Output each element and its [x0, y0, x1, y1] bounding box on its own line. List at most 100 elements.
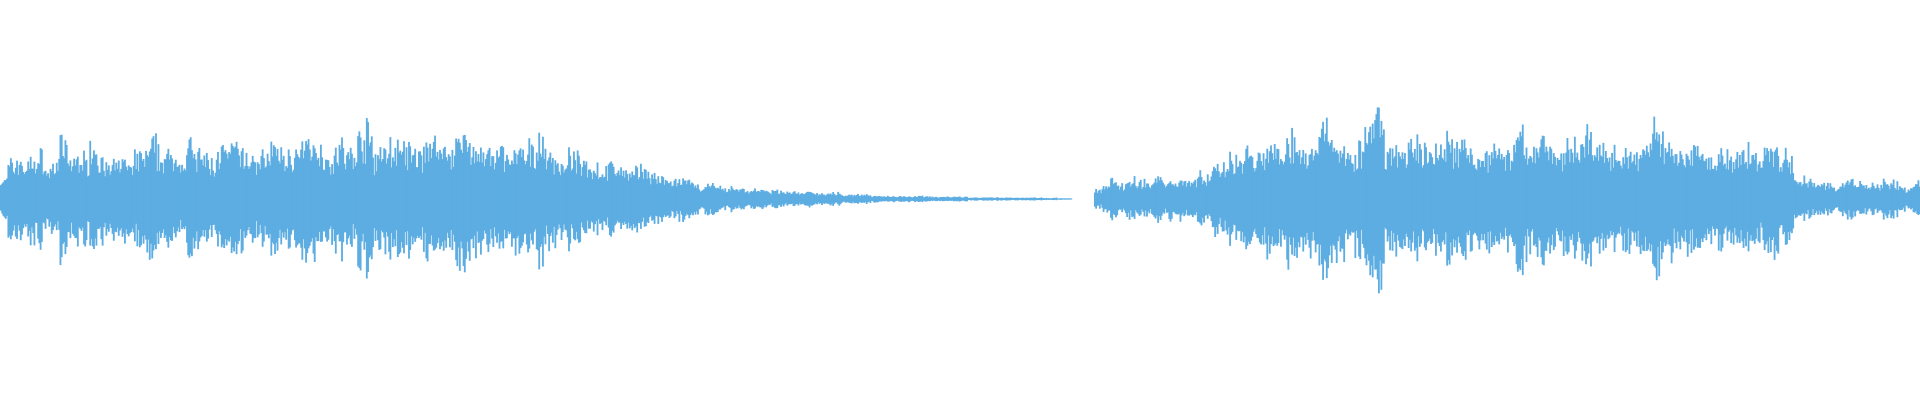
waveform-peak — [460, 149, 462, 242]
waveform-peak — [876, 196, 879, 203]
waveform-peak — [833, 194, 836, 204]
waveform-peak — [209, 175, 212, 226]
waveform-peak — [116, 168, 119, 228]
waveform-peak — [1250, 155, 1253, 241]
waveform-peak — [405, 147, 408, 246]
waveform-peak — [1482, 160, 1485, 241]
waveform-peak — [1175, 186, 1178, 215]
waveform-peak — [1612, 167, 1615, 233]
waveform-peak — [411, 155, 414, 245]
waveform-peak — [231, 145, 234, 248]
waveform-peak — [1182, 185, 1184, 213]
waveform-peak — [60, 134, 63, 258]
waveform-peak — [494, 162, 497, 237]
waveform-peak — [580, 175, 583, 223]
waveform-peak — [279, 163, 281, 230]
waveform-peak — [554, 160, 557, 249]
waveform-peak — [573, 151, 575, 240]
waveform-peak — [642, 178, 645, 218]
waveform-peak — [342, 148, 345, 243]
waveform-peak — [86, 176, 89, 222]
waveform-peak — [1681, 159, 1684, 239]
waveform-peak — [550, 162, 553, 233]
waveform-peak — [354, 166, 357, 229]
waveform-peak — [195, 171, 198, 232]
waveform-peak — [3, 180, 6, 218]
waveform-peak — [1138, 181, 1141, 216]
waveform-peak — [1502, 159, 1504, 237]
waveform-peak — [1735, 159, 1738, 236]
waveform-peak — [436, 151, 439, 244]
waveform-peak — [169, 155, 172, 241]
waveform-peak — [790, 194, 792, 205]
waveform-peak — [1304, 153, 1307, 245]
waveform-peak — [1009, 197, 1012, 201]
waveform-peak — [602, 177, 605, 221]
waveform-peak — [740, 189, 743, 210]
waveform-peak — [1623, 163, 1626, 234]
waveform-peak — [445, 157, 448, 248]
waveform-peak — [1457, 167, 1460, 237]
waveform-peak — [905, 197, 908, 201]
waveform-peak — [1865, 184, 1868, 215]
waveform-peak — [1654, 139, 1657, 268]
waveform-peak — [860, 194, 863, 203]
waveform-peak — [617, 170, 620, 223]
waveform-peak — [1452, 168, 1455, 240]
waveform-peak — [1351, 164, 1354, 233]
waveform-peak — [270, 141, 273, 256]
waveform-peak — [303, 150, 306, 249]
waveform-peak — [339, 149, 342, 242]
waveform-peak — [519, 148, 522, 249]
waveform-peak — [1686, 155, 1689, 257]
waveform-peak — [1776, 147, 1778, 251]
waveform-peak — [385, 163, 388, 232]
waveform-peak — [1466, 158, 1468, 233]
waveform-peak — [1859, 180, 1862, 214]
waveform-peak — [155, 133, 157, 250]
waveform-peak — [451, 149, 454, 250]
waveform-peak — [859, 196, 862, 203]
waveform-peak — [181, 164, 183, 230]
waveform-peak — [862, 195, 864, 203]
waveform-peak — [1737, 167, 1740, 238]
waveform-peak — [177, 166, 180, 228]
waveform-peak — [266, 153, 269, 235]
waveform-peak — [997, 197, 1000, 201]
waveform-peak — [54, 173, 57, 225]
waveform-peak — [735, 189, 738, 209]
waveform-peak — [1069, 198, 1071, 200]
waveform-peak — [6, 178, 9, 216]
waveform-peak — [1480, 161, 1483, 234]
waveform-peak — [1379, 137, 1382, 261]
waveform-peak — [1555, 165, 1558, 229]
waveform-peak — [1358, 140, 1360, 257]
waveform-peak — [935, 196, 938, 202]
waveform-peak — [1356, 168, 1359, 239]
waveform-peak — [1689, 165, 1692, 231]
waveform-peak — [1297, 155, 1300, 243]
waveform-peak — [1258, 153, 1261, 243]
waveform-peak — [1674, 154, 1677, 243]
waveform-peak — [1427, 162, 1430, 241]
waveform-peak — [1867, 187, 1870, 209]
waveform-peak — [816, 193, 818, 205]
waveform-peak — [886, 195, 889, 202]
waveform-peak — [120, 168, 123, 229]
waveform-peak — [991, 197, 993, 201]
waveform-peak — [1519, 131, 1522, 271]
waveform-peak — [424, 162, 427, 233]
waveform-peak — [1551, 163, 1554, 235]
waveform-peak — [444, 146, 446, 241]
waveform-peak — [726, 191, 729, 206]
waveform-peak — [569, 155, 572, 244]
waveform-peak — [230, 143, 233, 254]
waveform-peak — [926, 196, 929, 202]
waveform-peak — [1581, 144, 1584, 261]
waveform-peak — [667, 183, 670, 216]
waveform-peak — [473, 163, 476, 236]
waveform-peak — [1179, 180, 1182, 222]
waveform-peak — [703, 189, 706, 209]
